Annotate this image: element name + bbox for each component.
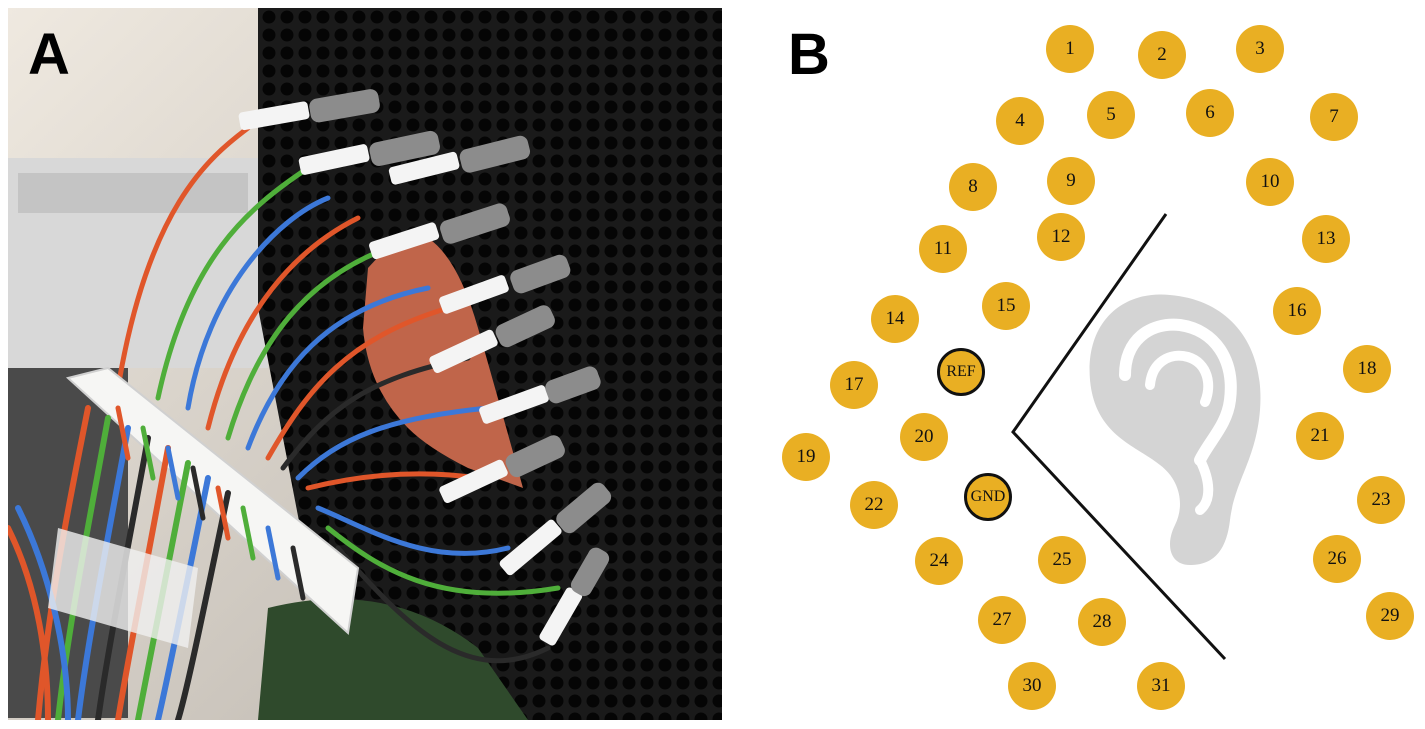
- electrode-7: 7: [1310, 93, 1358, 141]
- electrode-22: 22: [850, 481, 898, 529]
- electrode-6: 6: [1186, 89, 1234, 137]
- electrode-ref: REF: [937, 348, 985, 396]
- electrode-29: 29: [1366, 592, 1414, 640]
- electrode-18: 18: [1343, 345, 1391, 393]
- electrode-21: 21: [1296, 412, 1344, 460]
- panel-a-label: A: [28, 22, 70, 87]
- electrode-15: 15: [982, 282, 1030, 330]
- electrode-1: 1: [1046, 25, 1094, 73]
- ear-diagram: [1011, 213, 1261, 661]
- electrode-5: 5: [1087, 91, 1135, 139]
- electrode-3: 3: [1236, 25, 1284, 73]
- electrode-photo: [8, 8, 722, 720]
- electrode-17: 17: [830, 361, 878, 409]
- panel-b-label: B: [788, 22, 830, 87]
- electrode-14: 14: [871, 295, 919, 343]
- electrode-31: 31: [1137, 662, 1185, 710]
- electrode-19: 19: [782, 433, 830, 481]
- electrode-30: 30: [1008, 662, 1056, 710]
- electrode-27: 27: [978, 596, 1026, 644]
- electrode-13: 13: [1302, 215, 1350, 263]
- boundary-line: [1011, 213, 1227, 661]
- electrode-26: 26: [1313, 535, 1361, 583]
- electrode-28: 28: [1078, 598, 1126, 646]
- electrode-9: 9: [1047, 157, 1095, 205]
- electrode-gnd: GND: [964, 473, 1012, 521]
- electrode-11: 11: [919, 225, 967, 273]
- electrode-25: 25: [1038, 536, 1086, 584]
- electrode-8: 8: [949, 163, 997, 211]
- electrode-24: 24: [915, 537, 963, 585]
- electrode-12: 12: [1037, 213, 1085, 261]
- electrode-20: 20: [900, 413, 948, 461]
- electrode-2: 2: [1138, 31, 1186, 79]
- ear-icon: [1089, 294, 1261, 565]
- electrode-4: 4: [996, 97, 1044, 145]
- electrode-10: 10: [1246, 158, 1294, 206]
- electrode-16: 16: [1273, 287, 1321, 335]
- electrode-23: 23: [1357, 476, 1405, 524]
- photo-illustration: [8, 8, 722, 720]
